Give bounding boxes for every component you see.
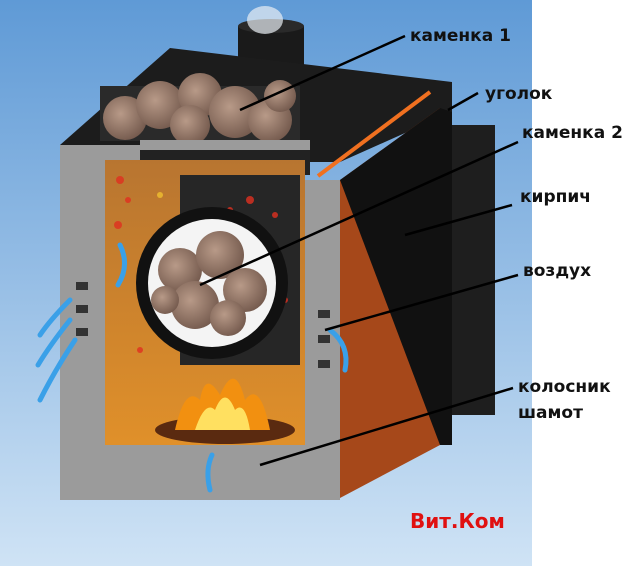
label-stones-1: каменка 1 — [410, 26, 511, 46]
label-angle: уголок — [485, 84, 553, 104]
label-fireclay: шамот — [518, 403, 583, 423]
label-grate: колосник — [518, 377, 611, 397]
leader-lines — [199, 34, 519, 467]
stones-top — [100, 73, 300, 145]
stones-chamber-2 — [136, 207, 288, 359]
label-brick: кирпич — [520, 187, 591, 207]
brand-watermark: Вит.Ком — [410, 509, 505, 533]
air-vents — [76, 282, 330, 368]
front-steel-panel — [60, 145, 340, 500]
label-air: воздух — [523, 261, 591, 281]
fire — [155, 378, 295, 444]
label-stones-2: каменка 2 — [522, 123, 623, 143]
air-flow-arrows — [35, 242, 349, 493]
